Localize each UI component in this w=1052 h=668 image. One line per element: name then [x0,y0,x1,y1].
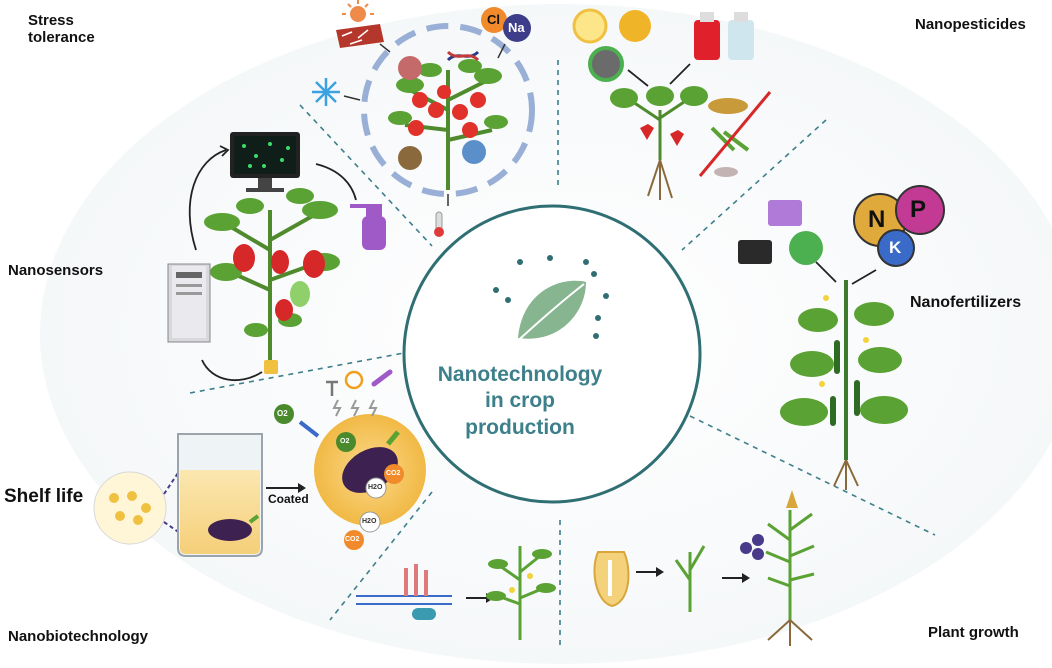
nanocluster-icon [619,10,651,42]
divider-left [189,352,405,394]
divider-top-right [681,119,827,251]
cl-label: Cl [487,12,500,27]
section-label-shelf-life: Shelf life [4,486,84,507]
strawberries [640,124,684,146]
center-title: Nanotechnology in crop production [430,362,610,441]
label-stress-line1: Stress [28,12,74,29]
virus-icon [398,56,422,80]
section-label-nanopesticides: Nanopesticides [915,16,1026,33]
eggplant-icon [208,519,252,541]
section-label-nanosensors: Nanosensors [8,262,104,279]
nanoparticle-magnifier [93,471,167,545]
k-label: K [889,238,902,257]
co2-label: CO2 [345,536,360,543]
stress-tolerance-illustration [312,0,535,237]
section-label-nanofertilizers: Nanofertilizers [910,294,1022,311]
sensor-chip-icon [264,360,278,374]
plant-growth-illustration [593,490,815,646]
lightning-icons [332,399,378,417]
divider-bottom-left [329,491,433,621]
coated-label: Coated [268,492,309,506]
pathogen-icon [398,146,422,170]
crispr-icon [404,564,428,596]
section-label-nanobiotechnology: Nanobiotechnology [8,628,148,645]
nanoparticle-cluster-icon [740,534,764,560]
nanocapsule-icon [588,46,624,82]
divider-top-left [299,104,433,247]
o2-bubble [274,404,294,424]
p-label: P [910,196,927,223]
nanoparticle-icon [572,8,608,44]
prohibited-line [698,91,772,177]
pesticide-bottle-icon [694,20,720,60]
co2-bubble [344,530,364,550]
nanoparticle-dots [493,255,609,339]
h2o-label: H2O [362,518,377,525]
na-label: Na [508,20,525,35]
potassium-circle [877,229,915,267]
center-title-line3: production [465,415,575,439]
na-ion-icon [503,14,531,42]
o2-inner-label: O2 [340,438,350,445]
stress-dashed-circle [361,23,535,197]
ring-icon [344,370,364,390]
phosphorus-circle [895,185,945,235]
snowflake-icon [312,78,340,106]
o2-bubble-inner [336,432,356,452]
tomatoes [408,85,486,138]
shelf-life-illustration [93,369,426,557]
h2o-inner-label: H2O [368,484,383,491]
label-stress-line2: tolerance [28,29,95,47]
enzyme-icon [412,608,436,620]
center-title-line2: in crop [484,389,555,413]
pest-insect-icon [708,98,748,114]
nanobiotechnology-illustration [356,546,556,640]
center-title-line1: Nanotechnology [437,363,603,386]
spray-bottle-icon [350,204,386,250]
nanofertilizers-illustration [738,185,945,490]
nanosphere-icon [789,231,823,265]
nanotube-icon [738,240,772,264]
h2o-bubble [359,511,381,533]
pill-icon [371,369,393,387]
nanosensors-illustration [167,132,386,381]
section-label-plant-growth: Plant growth [928,624,1019,641]
water-bottle-icon [728,20,754,60]
nanomaterial-cube-icon [768,200,802,226]
microbe-icon [462,140,486,164]
center-circle [402,204,702,504]
leaf-icon [511,280,586,347]
dna-icon [446,50,480,62]
h2o-bubble-inner [365,477,387,499]
sun-icon [342,0,374,22]
peppers [233,244,325,321]
tbar-icon [326,380,338,396]
co2-bubble-inner [384,464,404,484]
section-dividers [189,60,936,650]
nanopesticides-illustration [572,8,772,200]
cl-ion-icon [481,7,507,33]
co2-inner-label: CO2 [386,470,401,477]
thermometer-icon [434,211,444,237]
n-label: N [868,206,886,233]
o2-label: O2 [277,409,288,418]
computer-tower-icon [167,263,211,343]
maize-plant-icon [765,510,815,620]
seedling-icon [674,545,706,612]
section-label-stress-tolerance: Stress tolerance [28,12,95,47]
